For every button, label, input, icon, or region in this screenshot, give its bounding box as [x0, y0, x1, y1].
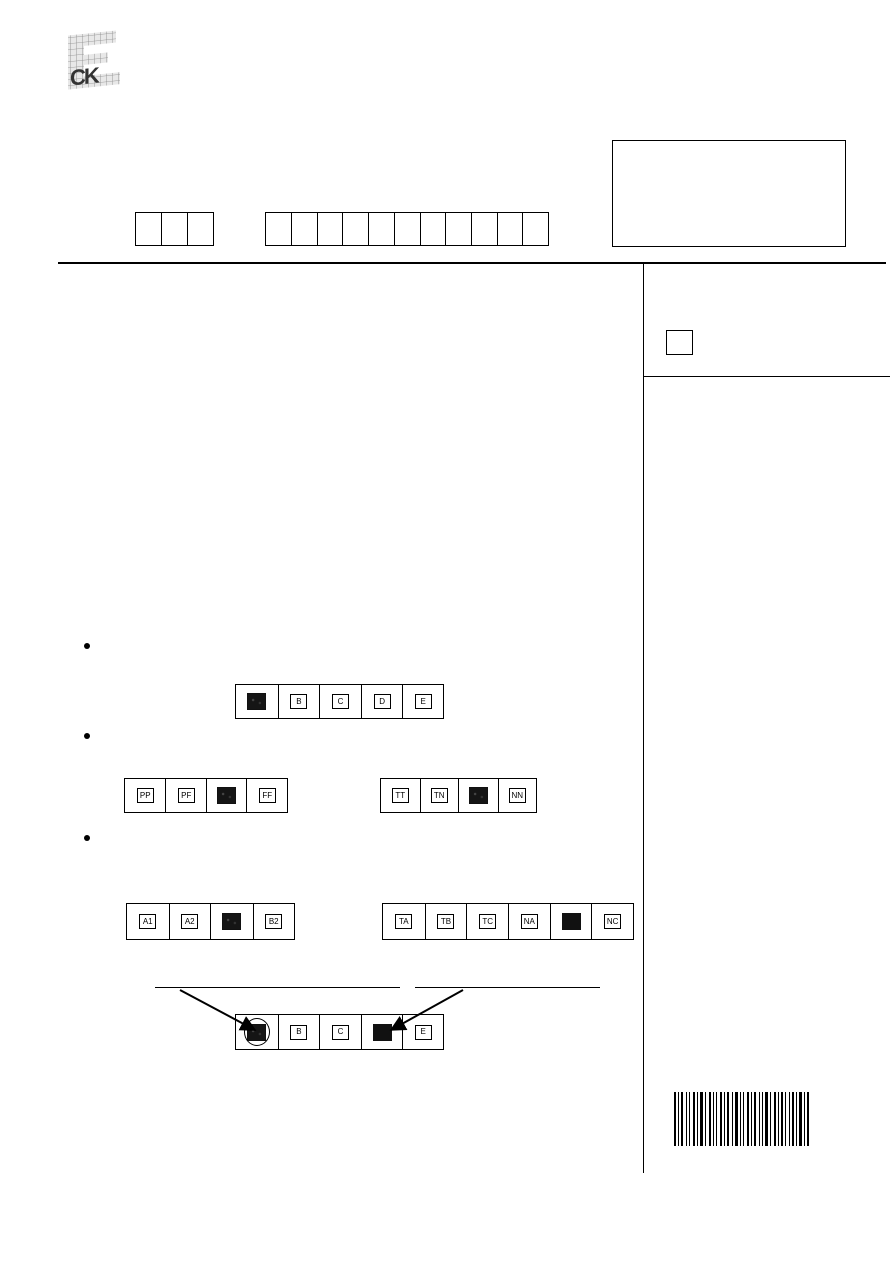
code-box[interactable] — [342, 212, 369, 246]
option-label: TN — [430, 788, 448, 803]
filled-mark — [372, 1023, 392, 1041]
option-cell[interactable]: A2 — [168, 904, 211, 939]
option-cell[interactable] — [205, 779, 247, 812]
option-label: D — [373, 694, 391, 709]
option-cell[interactable]: E — [402, 685, 443, 718]
option-label: PF — [177, 788, 195, 803]
label-box — [612, 140, 846, 247]
option-cell[interactable]: PP — [125, 779, 165, 812]
example-answer-row-3a: A1 A2 B2 — [126, 903, 295, 940]
option-label: E — [414, 1024, 432, 1040]
option-cell[interactable]: C — [319, 1015, 361, 1049]
option-cell[interactable]: A1 — [127, 904, 169, 939]
option-label: A2 — [181, 914, 199, 929]
option-label: TC — [479, 914, 497, 929]
option-cell[interactable]: NN — [497, 779, 537, 812]
right-column-divider — [643, 263, 644, 1173]
option-label: C — [331, 694, 349, 709]
option-label: E — [414, 694, 432, 709]
option-label: NN — [508, 788, 526, 803]
option-cell[interactable] — [458, 779, 498, 812]
code-box[interactable] — [161, 212, 188, 246]
bullet — [84, 835, 90, 841]
option-cell[interactable]: TA — [383, 904, 425, 939]
option-cell[interactable]: TT — [381, 779, 420, 812]
code-box[interactable] — [471, 212, 498, 246]
option-cell[interactable]: TN — [419, 779, 459, 812]
code-box[interactable] — [420, 212, 447, 246]
option-cell[interactable] — [236, 685, 278, 718]
option-label: C — [331, 1024, 349, 1040]
right-column-separator — [643, 376, 890, 377]
option-label: B2 — [265, 914, 283, 929]
option-cell[interactable]: B — [277, 685, 320, 718]
option-label: TA — [395, 914, 413, 929]
option-cell[interactable]: E — [402, 1015, 443, 1049]
annotation-line-left — [155, 987, 400, 988]
option-cell[interactable] — [210, 904, 253, 939]
option-cell[interactable]: FF — [246, 779, 287, 812]
example-answer-row-1: B C D E — [235, 684, 444, 719]
option-cell[interactable]: TB — [424, 904, 467, 939]
option-cell[interactable] — [360, 1015, 403, 1049]
code-boxes-short — [135, 212, 214, 246]
option-cell[interactable]: D — [360, 685, 403, 718]
code-box[interactable] — [368, 212, 395, 246]
option-cell[interactable] — [549, 904, 592, 939]
example-answer-row-2b: TT TN NN — [380, 778, 537, 813]
option-cell[interactable]: PF — [165, 779, 206, 812]
option-label: A1 — [139, 914, 157, 929]
option-label: FF — [258, 788, 276, 803]
filled-mark — [222, 913, 242, 930]
filled-mark — [247, 693, 267, 710]
bullet — [84, 643, 90, 649]
barcode — [674, 1092, 858, 1146]
header-divider — [58, 262, 886, 264]
option-label: NA — [520, 914, 538, 929]
option-cell[interactable]: B2 — [252, 904, 295, 939]
logo: CK — [64, 26, 126, 92]
filled-mark — [468, 787, 488, 804]
filled-mark — [217, 787, 237, 804]
filled-mark — [561, 913, 581, 930]
code-box[interactable] — [522, 212, 549, 246]
code-box[interactable] — [317, 212, 344, 246]
option-cell[interactable]: TC — [466, 904, 508, 939]
code-boxes-long — [265, 212, 549, 246]
option-label: B — [290, 694, 308, 709]
option-cell[interactable]: C — [319, 685, 361, 718]
option-label: NC — [604, 914, 622, 929]
option-label: B — [290, 1024, 308, 1040]
code-box[interactable] — [187, 212, 214, 246]
bullet — [84, 733, 90, 739]
option-cell[interactable]: NA — [508, 904, 550, 939]
example-answer-row-2a: PP PF FF — [124, 778, 288, 813]
option-cell[interactable]: B — [277, 1015, 320, 1049]
option-label: TB — [437, 914, 455, 929]
code-box[interactable] — [497, 212, 524, 246]
example-answer-row-3b: TA TB TC NA NC — [382, 903, 634, 940]
example-answer-row-4: B C E — [235, 1014, 444, 1050]
marker-box[interactable] — [666, 330, 693, 355]
circle-mark-icon — [244, 1018, 270, 1046]
arrow-right-icon — [389, 989, 464, 1031]
option-cell[interactable]: NC — [591, 904, 633, 939]
option-label: TT — [391, 788, 409, 803]
grid-e-logo-icon — [68, 30, 120, 90]
arrow-left-icon — [179, 989, 257, 1031]
option-label: PP — [136, 788, 154, 803]
annotation-line-right — [415, 987, 600, 988]
